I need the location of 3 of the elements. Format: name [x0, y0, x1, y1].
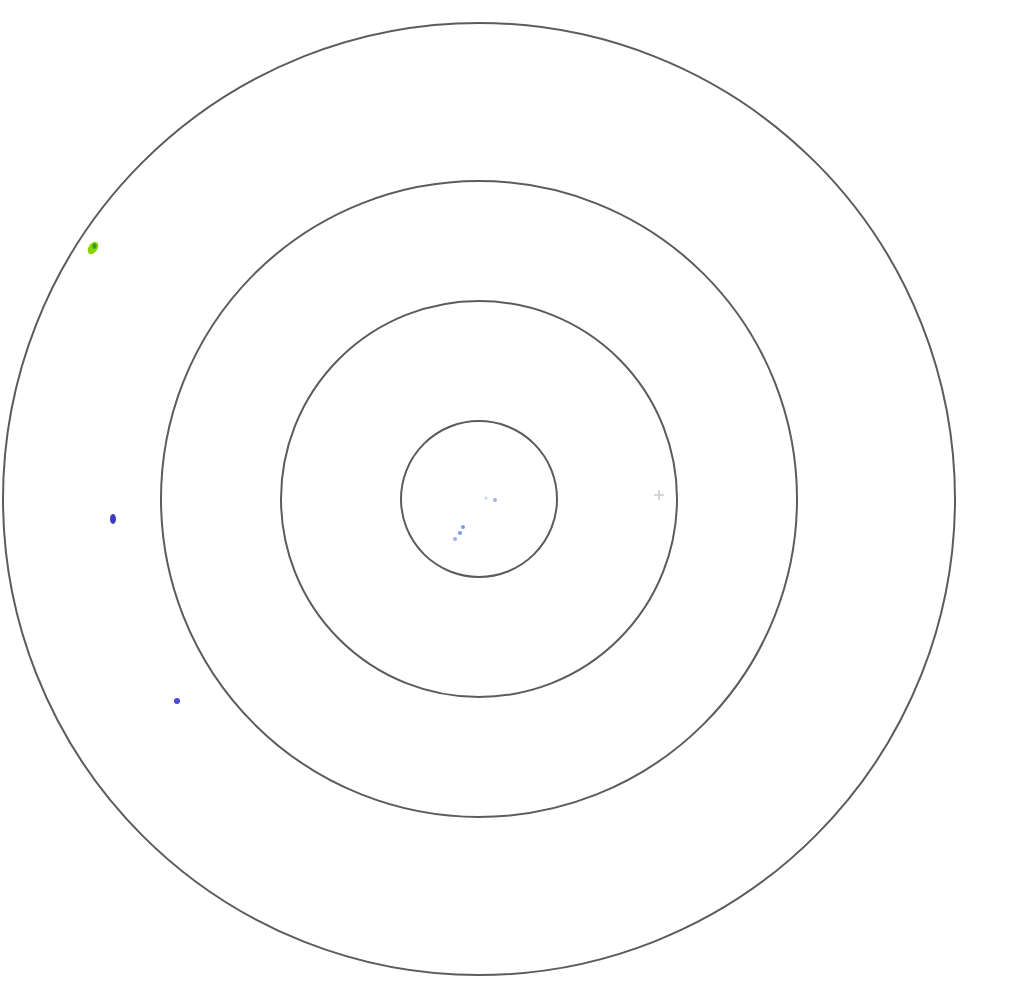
ring	[2, 22, 956, 976]
ring	[160, 180, 798, 818]
ring	[280, 300, 678, 698]
